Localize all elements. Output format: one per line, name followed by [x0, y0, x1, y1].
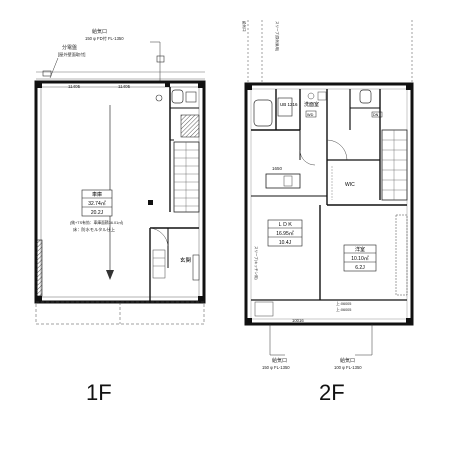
vent-2f-right-line1: 給気口	[340, 357, 355, 364]
garage-room-label: 車庫 32.74㎡ 20.2J	[81, 189, 113, 217]
height-note-1: 上:06005	[336, 301, 351, 306]
svg-text:給気口: 給気口	[242, 21, 247, 32]
entrance-label: 玄関	[180, 256, 192, 264]
toilet-2f-icon	[359, 89, 372, 104]
garage-note-1: (純+TS有効：車庫面積36.01㎡)	[70, 220, 124, 225]
staircase-1f	[173, 141, 200, 213]
garage-tatami: 20.2J	[91, 210, 104, 216]
washroom-code: WD	[307, 113, 314, 117]
floor-label-2f: 2F	[319, 380, 345, 405]
vent-1f-icon	[156, 55, 165, 63]
ldk-room-label: ＬＤＫ 16.95㎡ 10.4J	[267, 219, 303, 247]
sleeve-note-side: スリーブ(キッチン用)	[254, 246, 259, 280]
western-room-label: 洋室 10.10㎡ 6.2J	[343, 244, 377, 272]
floor-plan-1f: 給気口 150 φ FD付 FL-1350 分電盤 [屋外壁面取付] 11405…	[34, 28, 206, 325]
western-tatami: 6.2J	[355, 265, 365, 271]
dim-1f-top-1: 11405	[68, 84, 81, 89]
garage-name: 車庫	[92, 191, 102, 198]
garage-area: 32.74㎡	[88, 200, 106, 207]
kitchen-dim: 1650	[272, 166, 283, 171]
garage-note-2: 床：防水モルタル仕上	[73, 226, 115, 233]
panel-note-line1: 分電盤	[62, 44, 77, 51]
floor-label-1f: 1F	[86, 380, 112, 405]
western-name: 洋室	[355, 246, 365, 253]
exterior-wall-2f	[244, 82, 414, 326]
ldk-tatami: 10.4J	[279, 240, 292, 246]
vent-2f-left-line1: 給気口	[272, 357, 287, 364]
dim-1f-top-2: 11405	[118, 84, 131, 89]
panel-note-line2: [屋外壁面取付]	[58, 51, 85, 58]
exterior-wall-1f	[34, 80, 206, 304]
toilet-code: DN	[373, 113, 379, 117]
ldk-area: 16.95㎡	[276, 230, 294, 237]
floor-plan-2f: スリーブ(換気扇用) 給気口 UB 1216 洗面室 WD DN	[242, 20, 414, 370]
western-area: 10.10㎡	[351, 255, 369, 262]
vent-2f-right-line2: 100 φ FL-1350	[334, 365, 362, 370]
ldk-name: ＬＤＫ	[277, 222, 292, 228]
wic-label: WIC	[345, 182, 355, 188]
sleeve-note-top: スリーブ(換気扇用)	[275, 21, 280, 51]
bath-code: UB 1216	[280, 102, 298, 107]
washroom-label: 洗面室	[304, 101, 319, 108]
vent-note-1f-line2: 150 φ FD付 FL-1350	[85, 35, 124, 42]
kitchen-counter	[265, 173, 301, 189]
staircase-2f	[381, 129, 408, 201]
distribution-panel-icon	[42, 70, 52, 77]
storage-hatch-1f	[180, 114, 200, 138]
balcony-dim: 10016	[292, 318, 304, 323]
bathroom-2f: UB 1216	[251, 89, 300, 131]
toilet-1f-icon	[171, 89, 184, 104]
vent-note-1f-line1: 給気口	[92, 28, 107, 35]
meter-icon	[155, 94, 163, 102]
vent-2f-left-line2: 150 φ FL-1350	[262, 365, 290, 370]
height-note-2: 上:06005	[336, 307, 351, 312]
